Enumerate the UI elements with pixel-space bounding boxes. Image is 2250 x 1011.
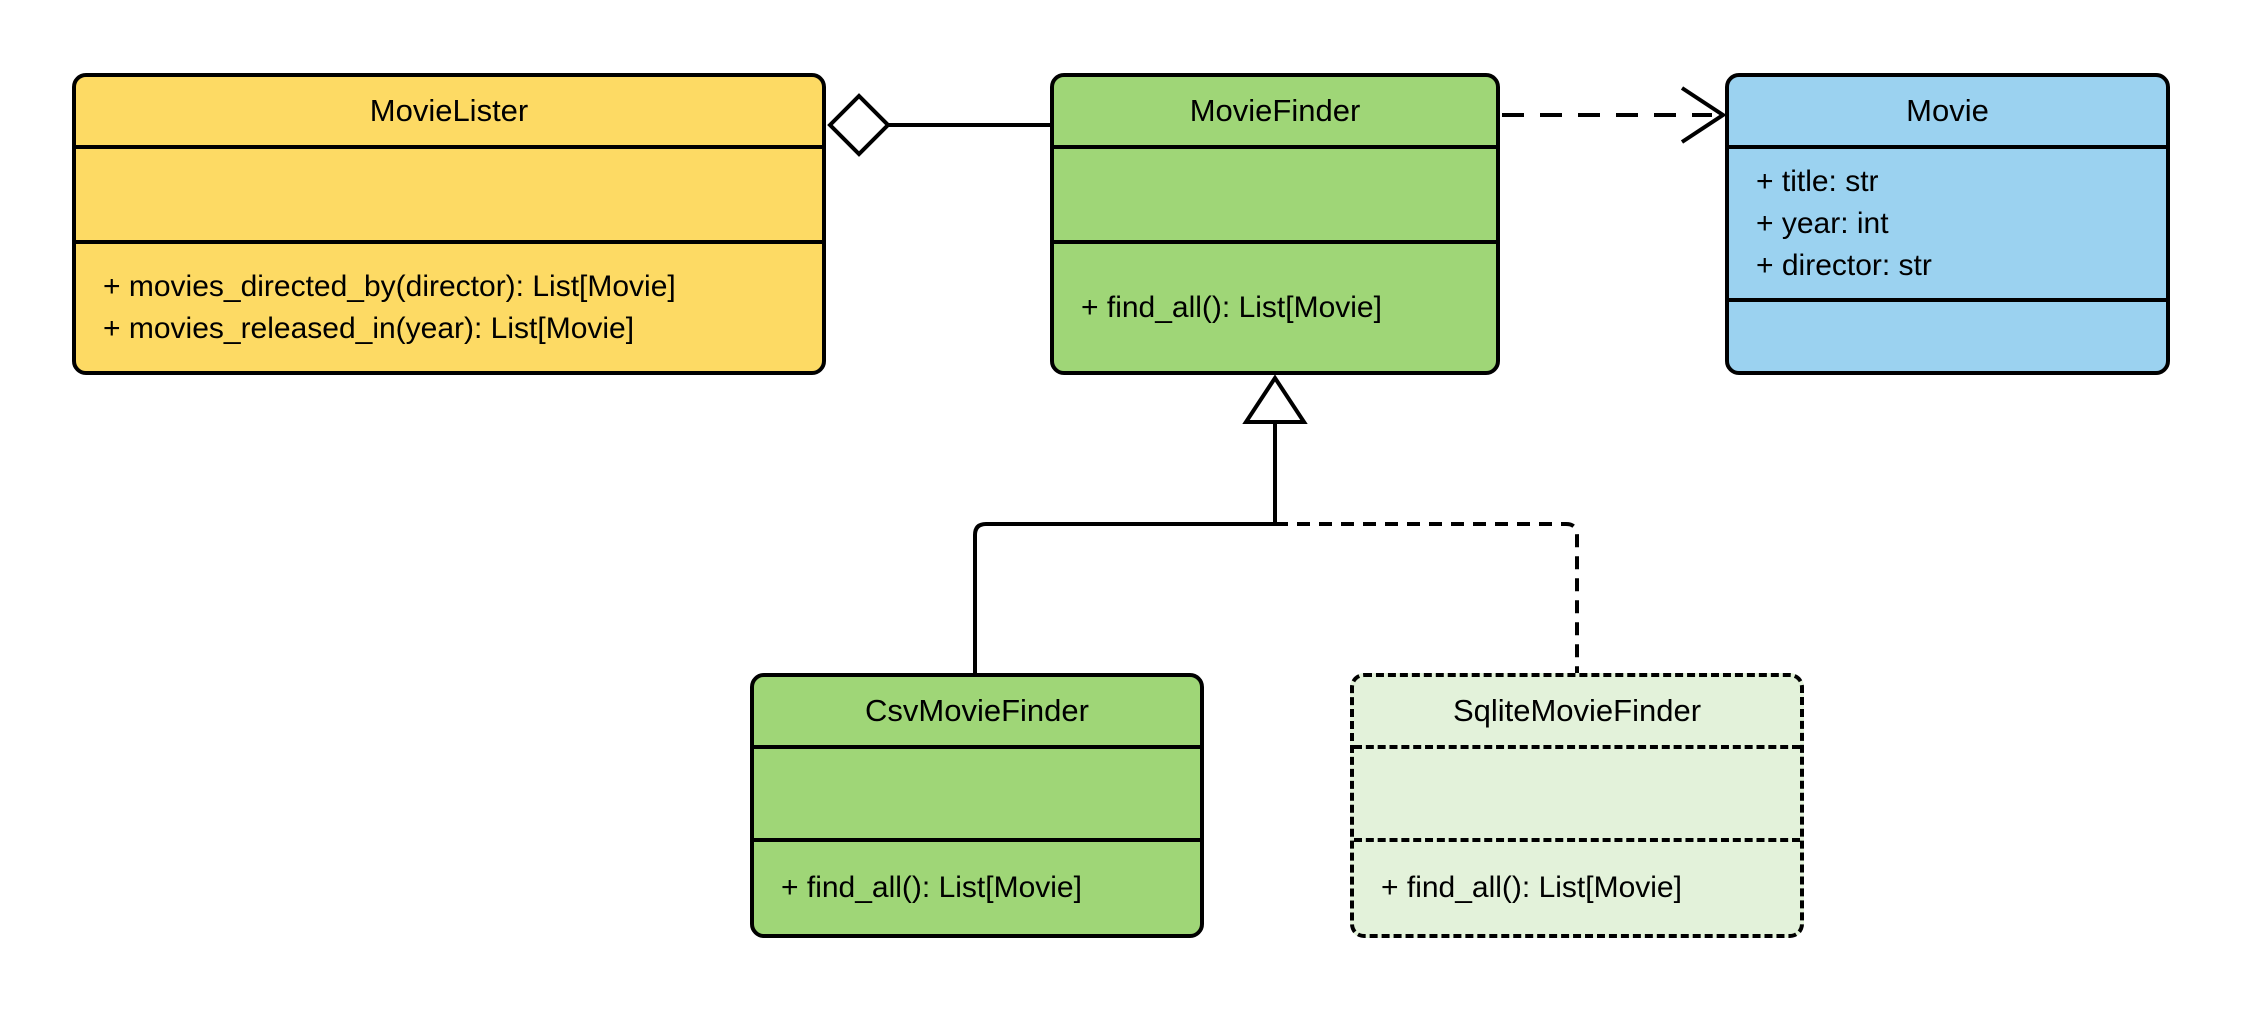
method-label: + movies_directed_by(director): List[Mov… [103,269,676,303]
dependency-connector-moviefinder-movie[interactable] [1502,86,1727,144]
method-label: + find_all(): List[Movie] [1081,290,1382,324]
methods-compartment-sqlitemoviefinder: + find_all(): List[Movie] [1354,838,1800,934]
class-title-moviefinder: MovieFinder [1189,93,1361,128]
attributes-compartment-movielister [76,145,822,240]
attribute-label: + title: str [1756,164,1879,198]
method-label: + find_all(): List[Movie] [781,871,1082,904]
attributes-compartment-moviefinder [1054,145,1496,240]
class-node-movielister[interactable]: MovieLister + movies_directed_by(directo… [72,73,826,375]
attributes-compartment-movie: + title: str + year: int + director: str [1729,145,2166,298]
inheritance-connector-moviefinder[interactable] [1242,374,1308,526]
class-title-sqlitemoviefinder: SqliteMovieFinder [1452,693,1702,728]
class-node-sqlitemoviefinder[interactable]: SqliteMovieFinder + find_all(): List[Mov… [1350,673,1804,938]
attributes-compartment-csvmoviefinder [754,745,1200,838]
class-title-movie: Movie [1906,93,1989,128]
dependency-open-arrowhead-icon [1680,86,1727,144]
class-node-csvmoviefinder[interactable]: CsvMovieFinder + find_all(): List[Movie] [750,673,1204,938]
methods-compartment-movielister: + movies_directed_by(director): List[Mov… [76,240,822,371]
attributes-compartment-sqlitemoviefinder [1354,745,1800,838]
class-node-movie[interactable]: Movie + title: str + year: int + directo… [1725,73,2170,375]
methods-compartment-movie [1729,298,2166,371]
attribute-label: + year: int [1756,206,1889,240]
class-node-moviefinder[interactable]: MovieFinder + find_all(): List[Movie] [1050,73,1500,375]
aggregation-diamond-icon [827,93,891,157]
class-title-movielister: MovieLister [369,93,529,128]
methods-compartment-csvmoviefinder: + find_all(): List[Movie] [754,838,1200,934]
aggregation-connector-movielister-moviefinder[interactable] [827,93,1052,157]
methods-compartment-moviefinder: + find_all(): List[Movie] [1054,240,1496,371]
method-label: + movies_released_in(year): List[Movie] [103,311,635,345]
method-label: + find_all(): List[Movie] [1381,871,1682,904]
class-title-csvmoviefinder: CsvMovieFinder [865,693,1089,728]
inheritance-triangle-icon [1242,374,1308,424]
inheritance-branch-csvmoviefinder[interactable] [973,522,1275,673]
inheritance-branch-sqlitemoviefinder[interactable] [1275,522,1579,673]
attribute-label: + director: str [1756,248,1932,282]
